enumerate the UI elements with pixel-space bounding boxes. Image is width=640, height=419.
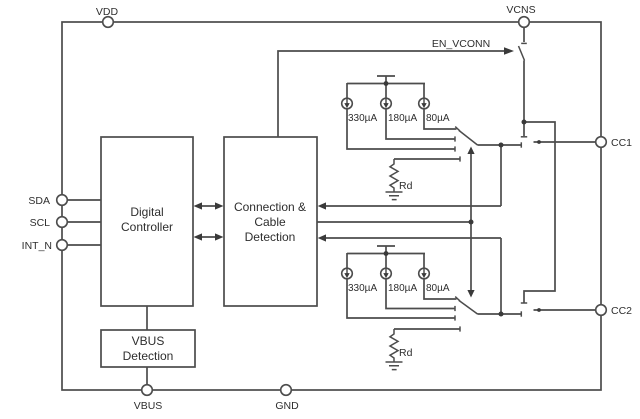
digital-controller-label-2: Controller <box>121 220 173 234</box>
pin-vdd-label: VDD <box>96 6 119 18</box>
connection-label-1: Connection & <box>234 200 306 214</box>
pin-vbus <box>140 383 154 397</box>
pin-sda-label: SDA <box>28 195 50 207</box>
digital-controller-block: Digital Controller <box>100 136 194 307</box>
vbus-detection-label-1: VBUS <box>132 334 165 348</box>
pin-vcns-label: VCNS <box>506 4 535 16</box>
current-180ua-label-bottom: 180µA <box>388 283 417 294</box>
pin-cc1-label: CC1 <box>611 137 632 149</box>
pin-scl-label: SCL <box>30 217 51 229</box>
pin-labels: VDD VCNS SDA SCL INT_N VBUS GND CC1 CC2 … <box>22 4 633 412</box>
pin-cc2-label: CC2 <box>611 305 632 317</box>
en-vconn-arrowhead <box>504 47 514 55</box>
rd-resistor-top <box>384 156 461 201</box>
source-select-switch-top <box>458 129 478 146</box>
en-vconn-signal <box>277 47 514 137</box>
vbus-detection-label-2: Detection <box>123 349 174 363</box>
source-select-switch-bottom <box>458 299 478 315</box>
pin-vdd <box>101 15 115 29</box>
digital-controller-label-1: Digital <box>130 205 163 219</box>
current-source-bank-bottom <box>340 245 478 321</box>
pin-scl <box>55 215 69 229</box>
cc1-switch <box>533 140 601 144</box>
current-330ua-label-bottom: 330µA <box>348 283 377 294</box>
junction-dots <box>383 81 527 317</box>
current-80ua-label-bottom: 80µA <box>426 283 450 294</box>
current-80ua-label-top: 80µA <box>426 113 450 124</box>
pin-gnd-label: GND <box>275 400 299 412</box>
pin-int-n-label: INT_N <box>22 240 52 252</box>
vbus-detection-block: VBUS Detection <box>100 306 196 390</box>
current-source-bank-top <box>340 75 478 152</box>
vconn-switch <box>517 27 527 122</box>
connection-label-2: Cable <box>254 215 286 229</box>
rd-label-bottom: Rd <box>399 347 413 359</box>
current-source-labels: 330µA 180µA 80µA 330µA 180µA 80µA Rd Rd <box>348 113 450 359</box>
pin-cc2 <box>594 303 608 317</box>
rd-label-top: Rd <box>399 180 413 192</box>
pin-vbus-label: VBUS <box>134 400 163 412</box>
i2c-pin-wires <box>62 199 101 246</box>
connection-label-3: Detection <box>245 230 296 244</box>
current-330ua-label-top: 330µA <box>348 113 377 124</box>
package-pins <box>55 15 608 397</box>
vconn-switch-blade <box>517 45 526 61</box>
pin-cc1 <box>594 135 608 149</box>
en-vconn-label: EN_VCONN <box>432 38 490 50</box>
cc2-switch <box>533 308 601 312</box>
pin-int-n <box>55 238 69 252</box>
pin-vcns <box>517 15 531 29</box>
pin-gnd <box>279 383 293 397</box>
rd-resistor-bottom <box>384 326 461 371</box>
pin-sda <box>55 193 69 207</box>
connection-cable-detection-block: Connection & Cable Detection <box>223 136 318 307</box>
current-180ua-label-top: 180µA <box>388 113 417 124</box>
